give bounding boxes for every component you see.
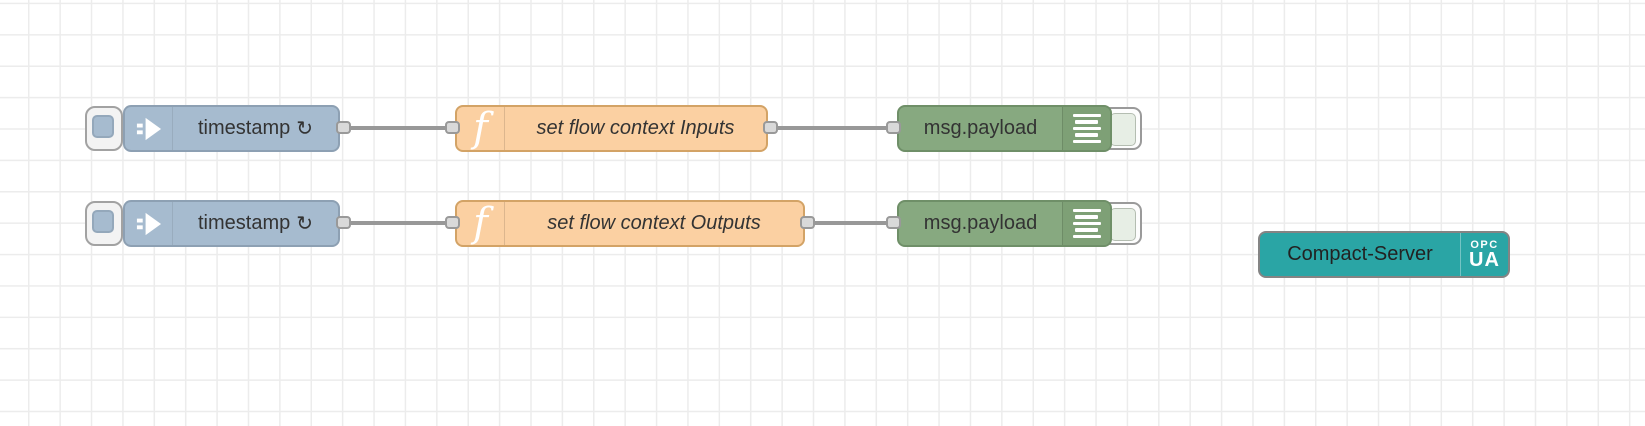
- inject1-trigger-button-face[interactable]: [92, 115, 114, 138]
- function1-output-port[interactable]: [763, 121, 778, 134]
- server-label: Compact-Server: [1287, 243, 1433, 265]
- debug1-input-port[interactable]: [886, 121, 901, 134]
- debug2-input-port[interactable]: [886, 216, 901, 229]
- wire-inject1-function1[interactable]: [343, 126, 452, 130]
- debug2-node[interactable]: msg.payload: [897, 200, 1112, 247]
- function1-node[interactable]: f set flow context Inputs: [455, 105, 768, 152]
- function2-label: set flow context Outputs: [547, 212, 761, 234]
- function-icon: f: [457, 107, 505, 150]
- inject1-node[interactable]: timestamp ↻: [123, 105, 340, 152]
- inject1-label: timestamp ↻: [197, 117, 313, 140]
- function2-input-port[interactable]: [445, 216, 460, 229]
- opc-ua-icon: OPC UA: [1460, 233, 1508, 276]
- inject2-node[interactable]: timestamp ↻: [123, 200, 340, 247]
- debug-icon: [1062, 107, 1110, 150]
- inject2-trigger-button-face[interactable]: [92, 210, 114, 233]
- inject1-output-port[interactable]: [336, 121, 351, 134]
- wire-function1-debug1[interactable]: [770, 126, 894, 130]
- repeat-icon: ↻: [296, 213, 313, 235]
- function2-output-port[interactable]: [800, 216, 815, 229]
- debug-icon: [1062, 202, 1110, 245]
- inject2-trigger-button[interactable]: [85, 201, 123, 246]
- function-icon: f: [457, 202, 505, 245]
- debug1-label: msg.payload: [923, 117, 1038, 139]
- repeat-icon: ↻: [296, 118, 313, 140]
- inject2-label: timestamp ↻: [197, 212, 313, 235]
- debug2-label: msg.payload: [923, 212, 1038, 234]
- debug1-toggle-face[interactable]: [1110, 113, 1136, 146]
- inject-icon: [125, 107, 173, 150]
- inject-icon: [125, 202, 173, 245]
- function1-input-port[interactable]: [445, 121, 460, 134]
- wire-inject2-function2[interactable]: [343, 221, 452, 225]
- inject2-output-port[interactable]: [336, 216, 351, 229]
- debug1-node[interactable]: msg.payload: [897, 105, 1112, 152]
- function2-node[interactable]: f set flow context Outputs: [455, 200, 805, 247]
- function1-label: set flow context Inputs: [536, 117, 735, 139]
- inject1-trigger-button[interactable]: [85, 106, 123, 151]
- wire-function2-debug2[interactable]: [808, 221, 894, 225]
- opcua-compact-server-node[interactable]: Compact-Server OPC UA: [1258, 231, 1510, 278]
- debug2-toggle-face[interactable]: [1110, 208, 1136, 241]
